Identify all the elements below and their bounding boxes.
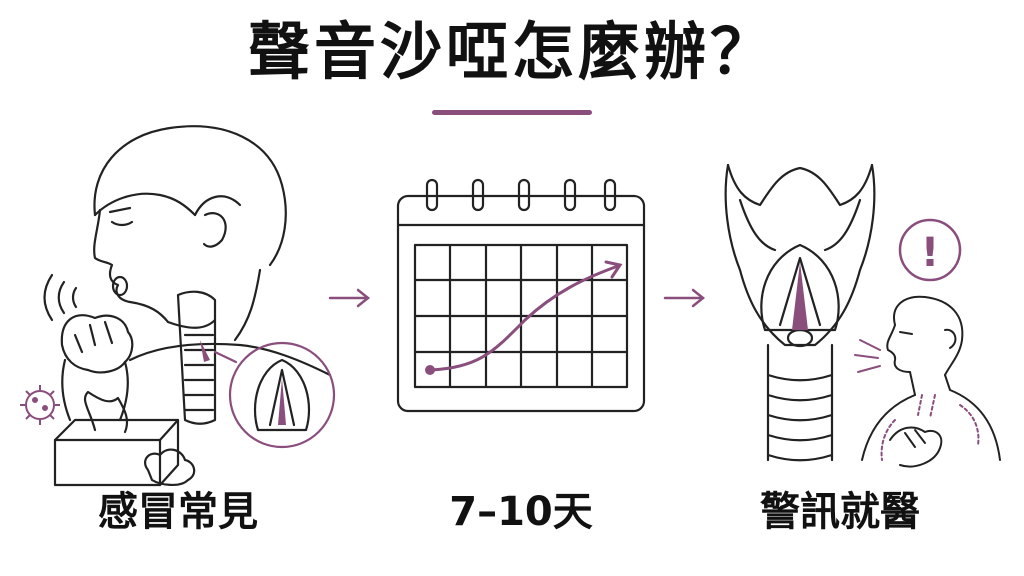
title-underline (432, 110, 592, 115)
trend-start-dot (425, 365, 435, 375)
vocal-cord-detail (792, 262, 808, 330)
step-label-see-doctor: 警訊就醫 (760, 489, 920, 535)
arrow-right-icon (663, 288, 706, 308)
step-label-cold: 感冒常見 (98, 489, 258, 535)
trend-line (428, 260, 623, 372)
vocal-cord-detail (200, 340, 286, 425)
step-label-duration: 7–10天 (449, 489, 593, 535)
warning-symbol: ! (921, 230, 939, 276)
person-coughing-icon (43, 125, 336, 487)
larynx-warning-icon (724, 163, 876, 462)
calendar-chart-icon (396, 178, 646, 413)
warning-icon: ! (898, 218, 962, 282)
virus-icon (20, 385, 60, 425)
page-title: 聲音沙啞怎麼辦？ (247, 15, 776, 88)
person-throat-icon (861, 295, 1001, 468)
throat-pain-marks (854, 339, 980, 461)
arrow-right-icon (328, 288, 371, 308)
